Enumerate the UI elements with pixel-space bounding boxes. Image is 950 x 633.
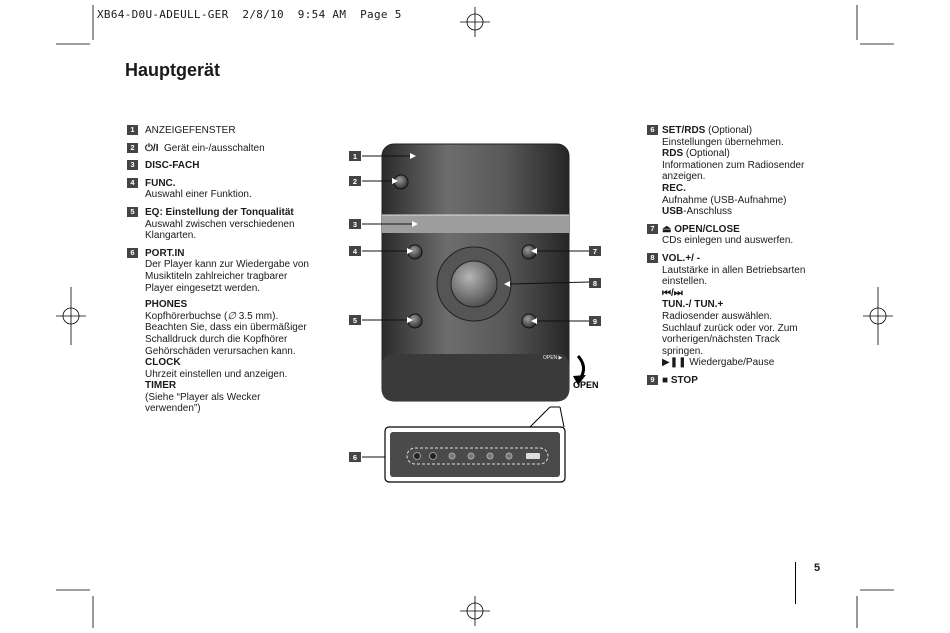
item-1: 1 ANZEIGEFENSTER bbox=[127, 125, 317, 137]
rds-opt: (Optional) bbox=[683, 148, 730, 160]
item-title: DISC-FACH bbox=[145, 160, 200, 172]
phones-text-b: 3.5 mm). Beachten Sie, dass ein übermäßi… bbox=[145, 310, 307, 357]
page-title: Hauptgerät bbox=[125, 60, 221, 80]
callout-3: 3 bbox=[353, 220, 357, 229]
item-6-set-rds: 6 SET/RDS (Optional) Einstellungen übern… bbox=[647, 125, 807, 218]
item-text: Gerät ein-/ausschalten bbox=[164, 142, 265, 154]
phone-plug-icon: ∅ bbox=[227, 310, 236, 322]
set-text: Einstellungen übernehmen. bbox=[662, 136, 784, 148]
item-text: Auswahl einer Funktion. bbox=[145, 189, 252, 201]
item-title: PORT.IN bbox=[145, 247, 185, 259]
set-rds-button[interactable] bbox=[486, 452, 494, 460]
play-text: Wiedergabe/Pause bbox=[686, 357, 775, 369]
header-date: 2/8/10 bbox=[242, 8, 284, 21]
vol-text: Lautstärke in allen Betriebsarten einste… bbox=[662, 264, 806, 288]
item-title: FUNC. bbox=[145, 177, 176, 189]
item-number: 9 bbox=[647, 374, 658, 385]
item-text: CDs einlegen und auswerfen. bbox=[662, 235, 794, 247]
item-number: 5 bbox=[127, 206, 138, 217]
callout-7: 7 bbox=[593, 247, 597, 256]
callout-9: 9 bbox=[593, 317, 597, 326]
timer-title: TIMER bbox=[145, 380, 177, 392]
clock-title: CLOCK bbox=[145, 357, 181, 369]
timer-button[interactable] bbox=[467, 452, 475, 460]
item-title: OPEN/CLOSE bbox=[674, 223, 740, 235]
volume-knob[interactable] bbox=[450, 260, 498, 308]
callout-1: 1 bbox=[353, 152, 357, 161]
item-3: 3 DISC-FACH bbox=[127, 160, 317, 172]
phones-title: PHONES bbox=[145, 299, 188, 311]
skip-icons: ⏮/⏭ bbox=[662, 287, 683, 299]
phones-text-a: Kopfhörerbuchse ( bbox=[145, 310, 228, 322]
item-number: 6 bbox=[127, 247, 138, 258]
port-in-jack[interactable] bbox=[413, 452, 421, 460]
item-5: 5 EQ: Einstellung der Tonqualität Auswah… bbox=[127, 206, 317, 242]
power-icon: ⏻/I bbox=[145, 142, 159, 154]
item-text: Auswahl zwischen verschiedenen Klangarte… bbox=[145, 218, 295, 242]
power-button[interactable] bbox=[393, 174, 409, 190]
item-text: Der Player kann zur Wiedergabe von Musik… bbox=[145, 259, 309, 294]
page-number-rule bbox=[795, 562, 796, 604]
header-file: XB64-D0U-ADEULL-GER bbox=[97, 8, 229, 21]
eject-icon: ⏏ bbox=[662, 223, 672, 235]
tun-text: Radiosender auswählen. Suchlauf zurück o… bbox=[662, 310, 798, 357]
open-label: OPEN bbox=[573, 380, 599, 390]
item-title: EQ: Einstellung der Tonqualität bbox=[145, 206, 294, 218]
port-panel bbox=[390, 432, 560, 477]
rec-title: REC. bbox=[662, 182, 686, 194]
item-title: ANZEIGEFENSTER bbox=[145, 125, 236, 136]
clock-button[interactable] bbox=[448, 452, 456, 460]
set-opt: (Optional) bbox=[705, 125, 753, 136]
item-title: STOP bbox=[670, 374, 698, 386]
page-number: 5 bbox=[814, 562, 821, 574]
item-8: 8 VOL.+/ - Lautstärke in allen Betriebsa… bbox=[647, 252, 807, 369]
item-number: 8 bbox=[647, 252, 658, 263]
callout-2: 2 bbox=[353, 177, 357, 186]
item-4: 4 FUNC. Auswahl einer Funktion. bbox=[127, 177, 317, 201]
tun-title: TUN.-/ TUN.+ bbox=[662, 299, 724, 311]
callout-6: 6 bbox=[353, 453, 357, 462]
item-number: 3 bbox=[127, 160, 138, 171]
callout-5: 5 bbox=[353, 316, 357, 325]
item-2: 2 ⏻/I Gerät ein-/ausschalten bbox=[127, 142, 317, 155]
callout-boxes bbox=[349, 151, 601, 462]
right-column: 6 SET/RDS (Optional) Einstellungen übern… bbox=[647, 125, 807, 392]
rec-text: Aufnahme (USB-Aufnahme) bbox=[662, 194, 787, 206]
left-column: 1 ANZEIGEFENSTER 2 ⏻/I Gerät ein-/aussch… bbox=[127, 125, 317, 421]
device-diagram: OPEN ▶ 1 bbox=[349, 143, 601, 483]
item-9: 9 ■ STOP bbox=[647, 374, 807, 387]
rds-text: Informationen zum Radiosender anzeigen. bbox=[662, 159, 805, 183]
usb-port[interactable] bbox=[526, 453, 540, 459]
port-group-outline bbox=[406, 447, 549, 465]
callout-4: 4 bbox=[353, 247, 358, 256]
item-number: 7 bbox=[647, 223, 658, 234]
usb-bold: USB bbox=[662, 206, 684, 218]
timer-text: (Siehe “Player als Wecker verwenden”) bbox=[145, 391, 261, 415]
item-number: 4 bbox=[127, 177, 138, 188]
stop-icon: ■ bbox=[662, 374, 669, 386]
header-page: Page 5 bbox=[360, 8, 402, 21]
item-6: 6 PORT.IN Der Player kann zur Wiedergabe… bbox=[127, 247, 317, 415]
item-number: 1 bbox=[127, 125, 138, 135]
phones-jack[interactable] bbox=[429, 452, 437, 460]
play-pause-icon: ▶❚❚ bbox=[662, 357, 687, 369]
rds-title: RDS bbox=[662, 148, 684, 160]
port-panel-closed bbox=[382, 354, 569, 401]
disc-slot bbox=[382, 215, 569, 233]
print-header: XB64-D0U-ADEULL-GER 2/8/10 9:54 AM Page … bbox=[97, 8, 402, 21]
vol-title: VOL.+/ - bbox=[662, 252, 701, 264]
callout-8: 8 bbox=[593, 279, 597, 288]
set-title: SET/RDS bbox=[662, 125, 706, 136]
header-time: 9:54 AM bbox=[297, 8, 347, 21]
open-small-label: OPEN ▶ bbox=[543, 355, 563, 361]
item-number: 2 bbox=[127, 142, 138, 153]
clock-text: Uhrzeit einstellen und anzeigen. bbox=[145, 368, 288, 380]
item-7: 7 ⏏ OPEN/CLOSE CDs einlegen und auswerfe… bbox=[647, 223, 807, 247]
usb-text: -Anschluss bbox=[683, 206, 733, 218]
rec-button[interactable] bbox=[505, 452, 513, 460]
item-number: 6 bbox=[647, 125, 658, 135]
